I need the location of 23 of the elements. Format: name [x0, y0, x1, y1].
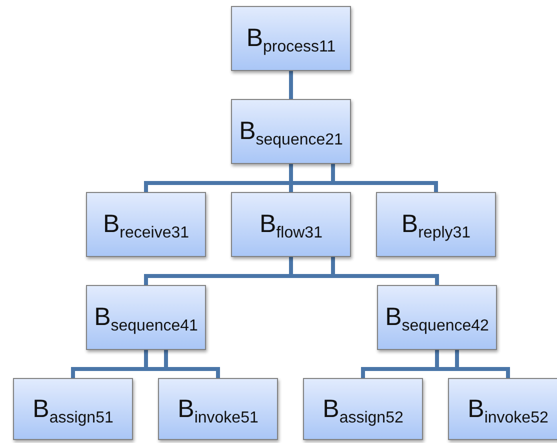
- node-label: B$_{sequence42}$: [385, 303, 489, 332]
- node-label: B$_{assign52}$: [322, 394, 404, 424]
- tree-node-box: [231, 99, 351, 164]
- node-label: B$_{sequence41}$: [94, 303, 198, 332]
- node-label: B$_{reply31}$: [401, 210, 471, 239]
- node-label: B$_{sequence21}$: [239, 117, 343, 146]
- node-label: B$_{invoke52}$: [468, 394, 548, 424]
- tree-node-box: [158, 378, 278, 440]
- connector-line: [289, 71, 293, 99]
- tree-node-box: [231, 6, 351, 71]
- node-label: B$_{receive31}$: [102, 210, 190, 239]
- node-label: B$_{flow31}$: [260, 210, 322, 239]
- tree-node-box: [303, 378, 423, 440]
- tree-node-box: [86, 192, 206, 257]
- node-label: B$_{assign51}$: [32, 394, 114, 424]
- node-label: B$_{invoke51}$: [178, 394, 258, 424]
- tree-node-box: [86, 285, 206, 350]
- tree-node-box: [376, 192, 496, 257]
- tree-node-box: [448, 378, 557, 440]
- tree-node-box: [13, 378, 133, 440]
- node-label: B$_{process11}$: [246, 24, 336, 53]
- tree-node-box: [231, 192, 351, 257]
- tree-node-box: [377, 285, 497, 350]
